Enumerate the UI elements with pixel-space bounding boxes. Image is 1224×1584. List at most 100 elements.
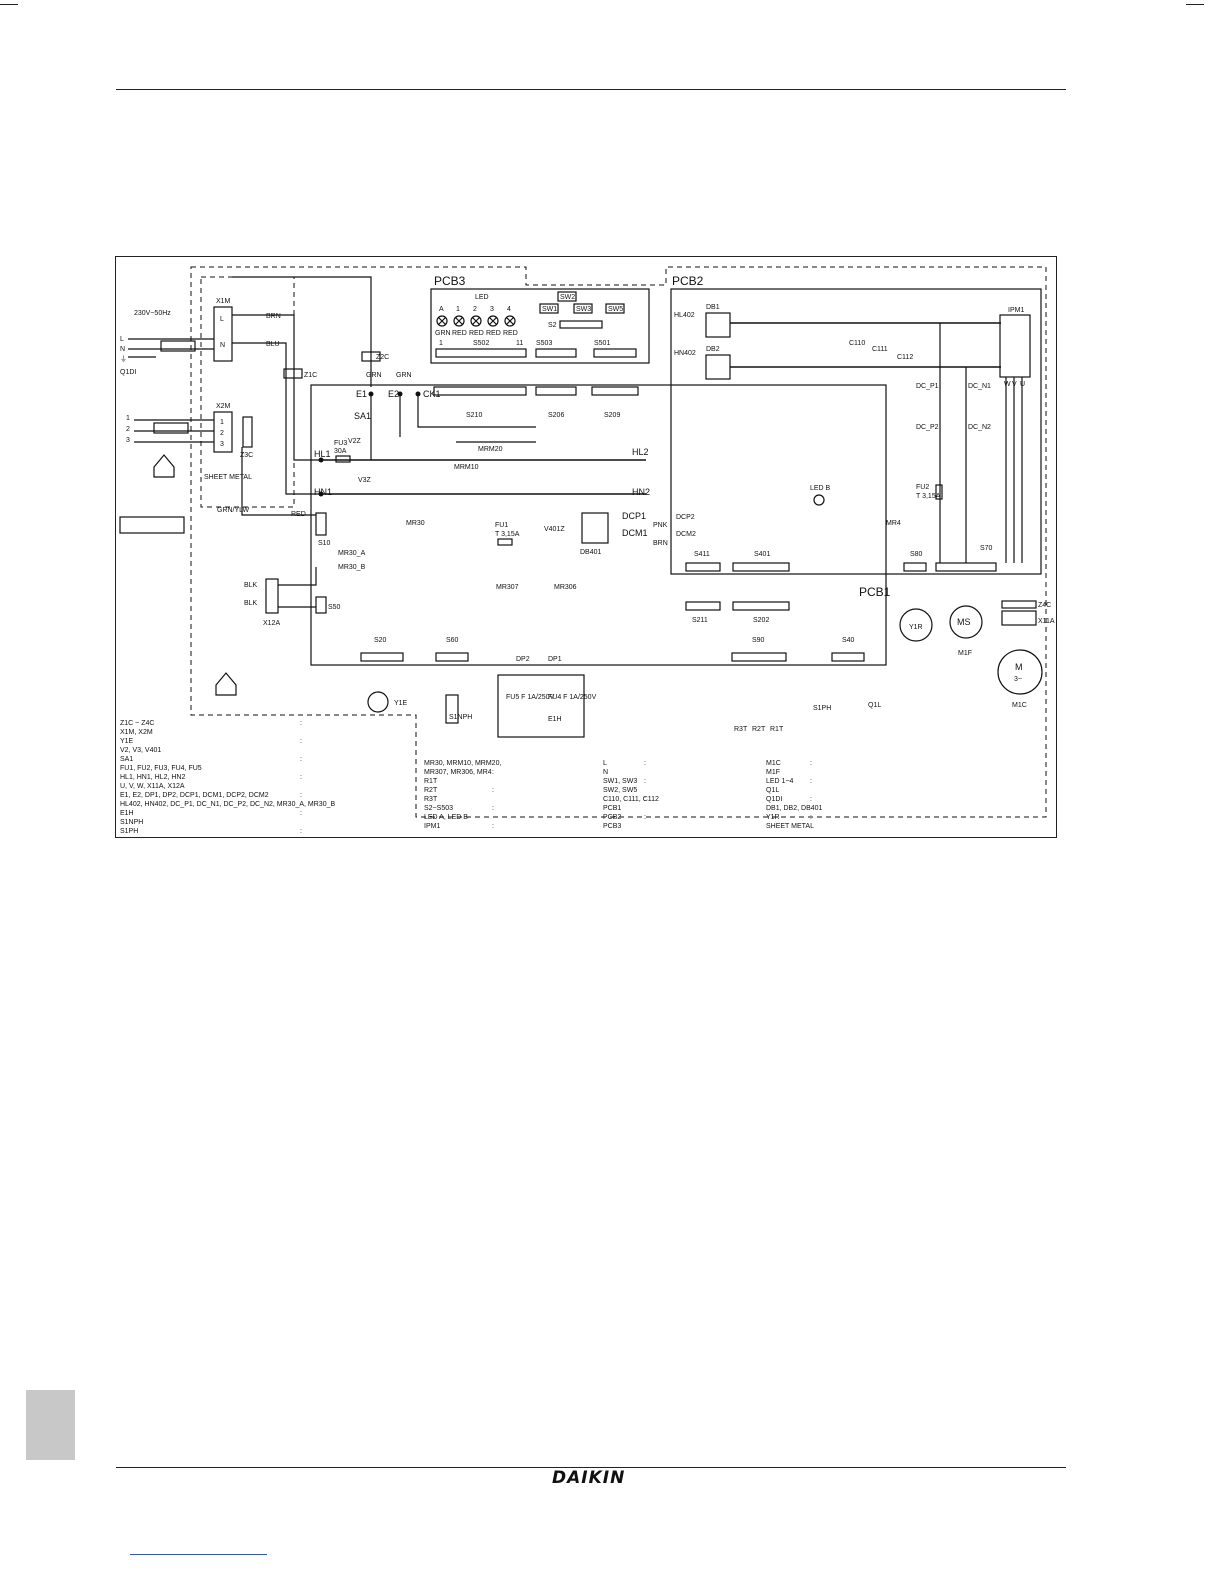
footer-link-underline[interactable] (130, 1554, 267, 1555)
svg-text::: : (644, 778, 646, 785)
supply-cable-ferrite (160, 340, 196, 352)
svg-text:RED: RED (452, 330, 467, 337)
terminal-area-boundary (200, 276, 295, 508)
led-4: 4 RED (503, 306, 518, 337)
svg-text:T 3,15A: T 3,15A (916, 493, 941, 500)
svg-text:FU5 F 1A/250V: FU5 F 1A/250V (506, 694, 555, 701)
svg-text:MR30_A: MR30_A (338, 550, 366, 557)
svg-text:SA1: SA1 (120, 756, 133, 763)
svg-text:S1PH: S1PH (813, 705, 831, 712)
db401-bridge (581, 512, 609, 544)
fu2-fuse (935, 484, 943, 500)
svg-text:SHEET METAL: SHEET METAL (204, 474, 252, 481)
s40-connector (831, 652, 865, 662)
svg-text:GRN/YLW: GRN/YLW (217, 507, 250, 514)
sw1-switch[interactable] (539, 303, 559, 314)
svg-text:HL402: HL402 (674, 312, 695, 319)
svg-text:V401Z: V401Z (544, 526, 565, 533)
sw3-switch[interactable] (573, 303, 593, 314)
s202-connector (732, 601, 790, 611)
svg-text:S70: S70 (980, 545, 993, 552)
fu1-fuse (497, 538, 513, 546)
svg-text:LED 1~4: LED 1~4 (766, 778, 794, 785)
svg-text:DCM2: DCM2 (676, 531, 696, 538)
m1c-compressor-motor (997, 649, 1043, 695)
svg-text:3: 3 (490, 306, 494, 313)
svg-text:Q1L: Q1L (868, 702, 881, 709)
svg-text:X1M: X1M (216, 298, 231, 305)
svg-text:R2T: R2T (424, 787, 438, 794)
ipm1-module (999, 314, 1031, 378)
svg-text:R2T: R2T (752, 726, 766, 733)
svg-text::: : (300, 756, 302, 763)
svg-text:DC_P2: DC_P2 (916, 424, 939, 431)
svg-text:R3T: R3T (734, 726, 748, 733)
svg-text:E1H: E1H (120, 810, 134, 817)
sw5-switch[interactable] (605, 303, 625, 314)
svg-text:M1F: M1F (958, 650, 972, 657)
header-rule (116, 89, 1066, 90)
svg-text:T 3,15A: T 3,15A (495, 531, 520, 538)
svg-text:IPM1: IPM1 (424, 823, 440, 830)
svg-text:N: N (220, 342, 225, 349)
svg-text:HL2: HL2 (632, 447, 649, 457)
svg-text:DB1, DB2, DB401: DB1, DB2, DB401 (766, 805, 823, 812)
svg-text:S1PH: S1PH (120, 828, 138, 835)
svg-text:MR30_B: MR30_B (338, 564, 366, 571)
z4c-ferrite (1001, 600, 1037, 609)
pcb3-board (430, 288, 650, 364)
svg-text:1: 1 (126, 415, 130, 422)
s80-connector (903, 562, 927, 572)
svg-text:Q1DI: Q1DI (766, 796, 782, 803)
sw2-switch[interactable] (557, 291, 577, 302)
svg-text:SW2: SW2 (560, 294, 575, 301)
svg-text:V2Z: V2Z (348, 438, 362, 445)
s501-label: S501 (594, 340, 610, 347)
s20-connector (360, 652, 404, 662)
svg-text::: : (300, 738, 302, 745)
s411-connector (685, 562, 721, 572)
s70-connector (935, 562, 997, 572)
svg-text:Q1L: Q1L (766, 787, 779, 794)
svg-text:S40: S40 (842, 637, 855, 644)
pcb2-dc-bus (730, 322, 1001, 368)
svg-text:SA1: SA1 (354, 411, 371, 421)
svg-text:C110, C111, C112: C110, C111, C112 (603, 796, 659, 803)
svg-text:W: W (1004, 381, 1011, 388)
crop-mark-left (0, 4, 18, 5)
svg-text:Y1E: Y1E (120, 738, 134, 745)
svg-text:MR30: MR30 (406, 520, 425, 527)
svg-text:MR4: MR4 (886, 520, 901, 527)
svg-text:SW1: SW1 (542, 306, 557, 313)
fu3-fuse (335, 455, 351, 463)
svg-text:U, V, W, X11A, X12A: U, V, W, X11A, X12A (120, 783, 185, 790)
svg-text::: : (644, 760, 646, 767)
svg-text:MR307, MR306, MR4: MR307, MR306, MR4 (424, 769, 492, 776)
unit-boundary (190, 266, 1047, 818)
z1c-ferrite (283, 368, 303, 379)
svg-text:X2M: X2M (216, 403, 231, 410)
svg-text:DB1: DB1 (706, 304, 720, 311)
s501-connector (593, 348, 637, 358)
s2-dip[interactable] (559, 320, 603, 329)
footer-rule (116, 1467, 1066, 1468)
svg-text::: : (810, 778, 812, 785)
svg-text:DB401: DB401 (580, 549, 602, 556)
wire-earth (232, 276, 372, 387)
led-title: LED (475, 294, 489, 301)
wiring-diagram-frame: PCB3 LED A GRN 1 RED 2 RED 3 RED 4 RED (115, 256, 1057, 838)
house-icon (153, 454, 175, 478)
wire-n (232, 342, 321, 495)
svg-text:E1: E1 (356, 389, 367, 399)
s209-connector (591, 386, 639, 396)
x2m-cable-ferrite (153, 422, 189, 434)
svg-text:3: 3 (220, 441, 224, 448)
svg-text:S60: S60 (446, 637, 459, 644)
led-1: 1 RED (452, 306, 467, 337)
svg-text:DC_P1: DC_P1 (916, 383, 939, 390)
svg-text:Y1E: Y1E (394, 700, 408, 707)
svg-text:GRN: GRN (435, 330, 451, 337)
svg-text:SW2, SW5: SW2, SW5 (603, 787, 637, 794)
svg-text:BRN: BRN (266, 313, 281, 320)
svg-text::: : (810, 814, 812, 821)
